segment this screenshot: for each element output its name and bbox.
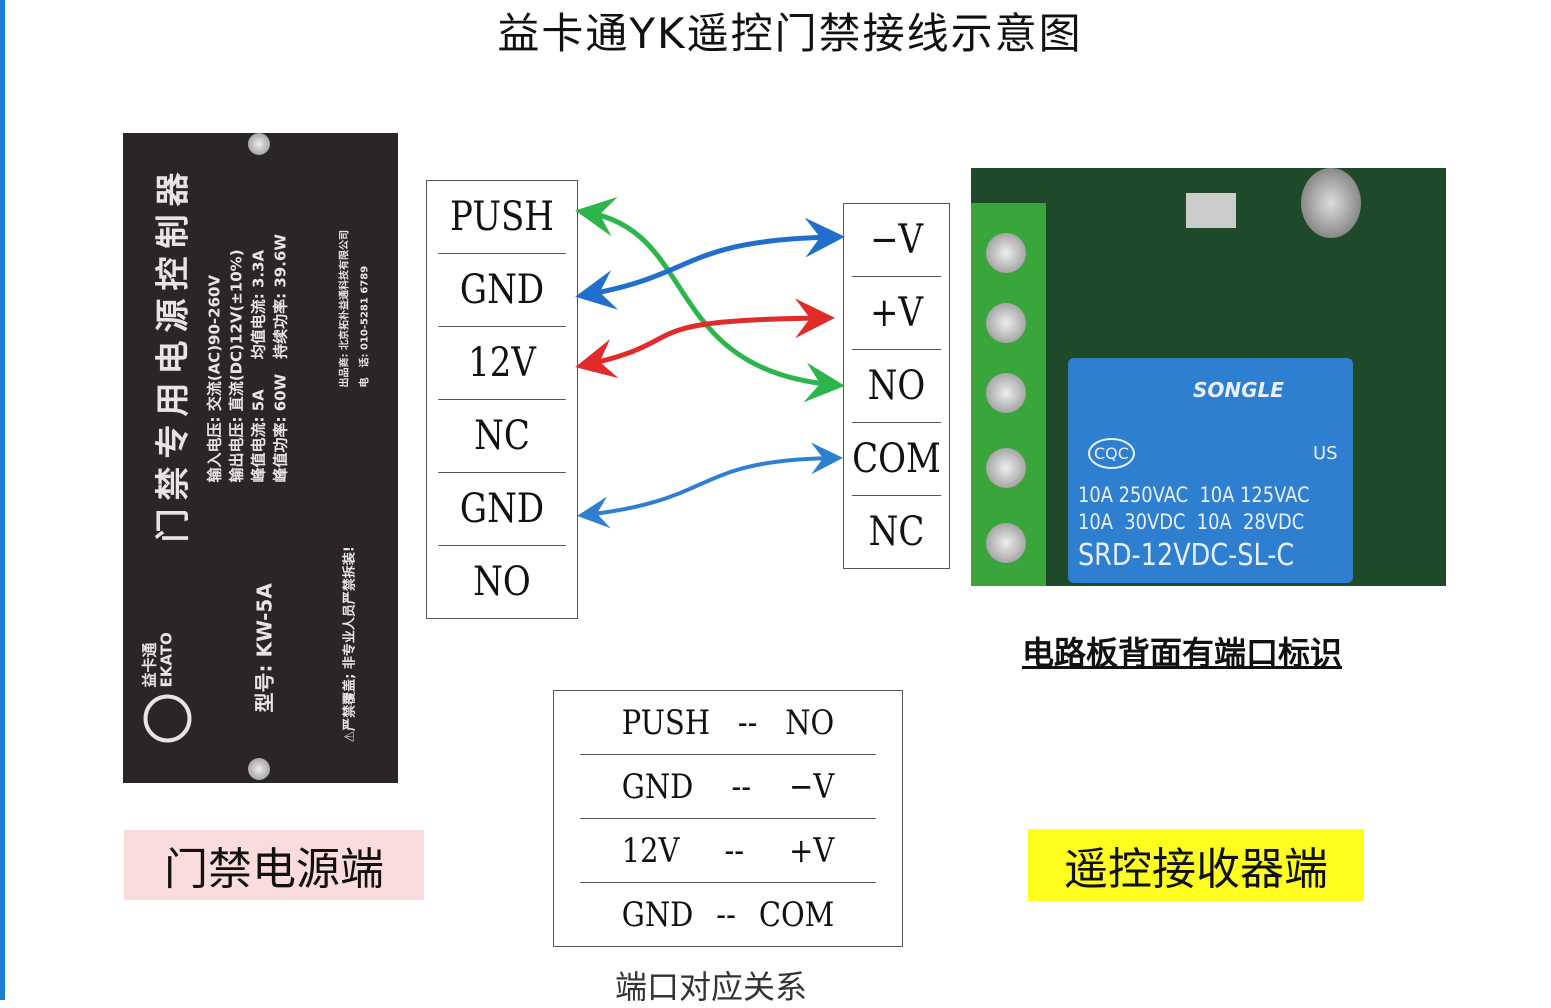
capacitor-icon [1301, 168, 1361, 238]
terminal-no: NO [851, 350, 942, 423]
mapping-row: 12V--+V [580, 819, 876, 883]
relay-rating-1: 10A 250VAC 10A 125VAC [1078, 483, 1310, 507]
terminal-minus-v: −V [851, 204, 942, 277]
terminal-no: NO [473, 559, 531, 605]
screw-icon [248, 758, 270, 780]
terminal-12v: 12V [438, 327, 566, 400]
board-note: 电路板背面有端口标识 [1022, 634, 1343, 672]
screw-icon [248, 133, 270, 155]
screw-icon [986, 523, 1026, 563]
terminal-nc: NC [868, 509, 925, 555]
terminal-plus-v: +V [851, 277, 942, 350]
button-icon [1186, 193, 1236, 228]
relay-cert: CQC [1088, 438, 1135, 469]
page-title: 益卡通YK遥控门禁接线示意图 [497, 9, 1083, 58]
mapping-row: PUSH--NO [580, 691, 876, 755]
terminal-block [971, 203, 1046, 586]
receiver-side-label: 遥控接收器端 [1028, 829, 1364, 901]
screw-icon [986, 373, 1026, 413]
relay: SONGLE CQC US 10A 250VAC 10A 125VAC 10A … [1068, 358, 1353, 583]
screw-icon [986, 448, 1026, 488]
terminal-push: PUSH [438, 181, 566, 254]
mapping-caption: 端口对应关系 [615, 968, 808, 1006]
wire-gnd-minus-v [575, 217, 845, 310]
screw-icon [986, 303, 1026, 343]
left-border [0, 0, 5, 1000]
relay-model: SRD-12VDC-SL-C [1078, 538, 1295, 573]
power-supply-plate: 门禁专用电源控制器 输入电压: 交流(AC)90-260V 输出电压: 直流(D… [123, 133, 398, 783]
relay-us: US [1313, 443, 1338, 464]
wire-gnd-com [577, 442, 843, 529]
terminal-gnd-2: GND [438, 473, 566, 546]
mapping-row: GND--−V [580, 755, 876, 819]
wire-12v-plus-v [575, 298, 835, 379]
receiver-board-photo: SONGLE CQC US 10A 250VAC 10A 125VAC 10A … [971, 168, 1446, 586]
mapping-table: PUSH--NO GND--−V 12V--+V GND--COM [553, 690, 903, 947]
power-terminal-table: PUSH GND 12V NC GND NO [426, 180, 578, 619]
relay-rating-2: 10A 30VDC 10A 28VDC [1078, 510, 1305, 534]
terminal-nc: NC [438, 400, 566, 473]
terminal-com: COM [851, 423, 942, 496]
power-side-label: 门禁电源端 [124, 830, 424, 900]
relay-brand: SONGLE [1193, 378, 1284, 402]
terminal-gnd: GND [438, 254, 566, 327]
mapping-row: GND--COM [621, 894, 835, 935]
screw-icon [986, 233, 1026, 273]
